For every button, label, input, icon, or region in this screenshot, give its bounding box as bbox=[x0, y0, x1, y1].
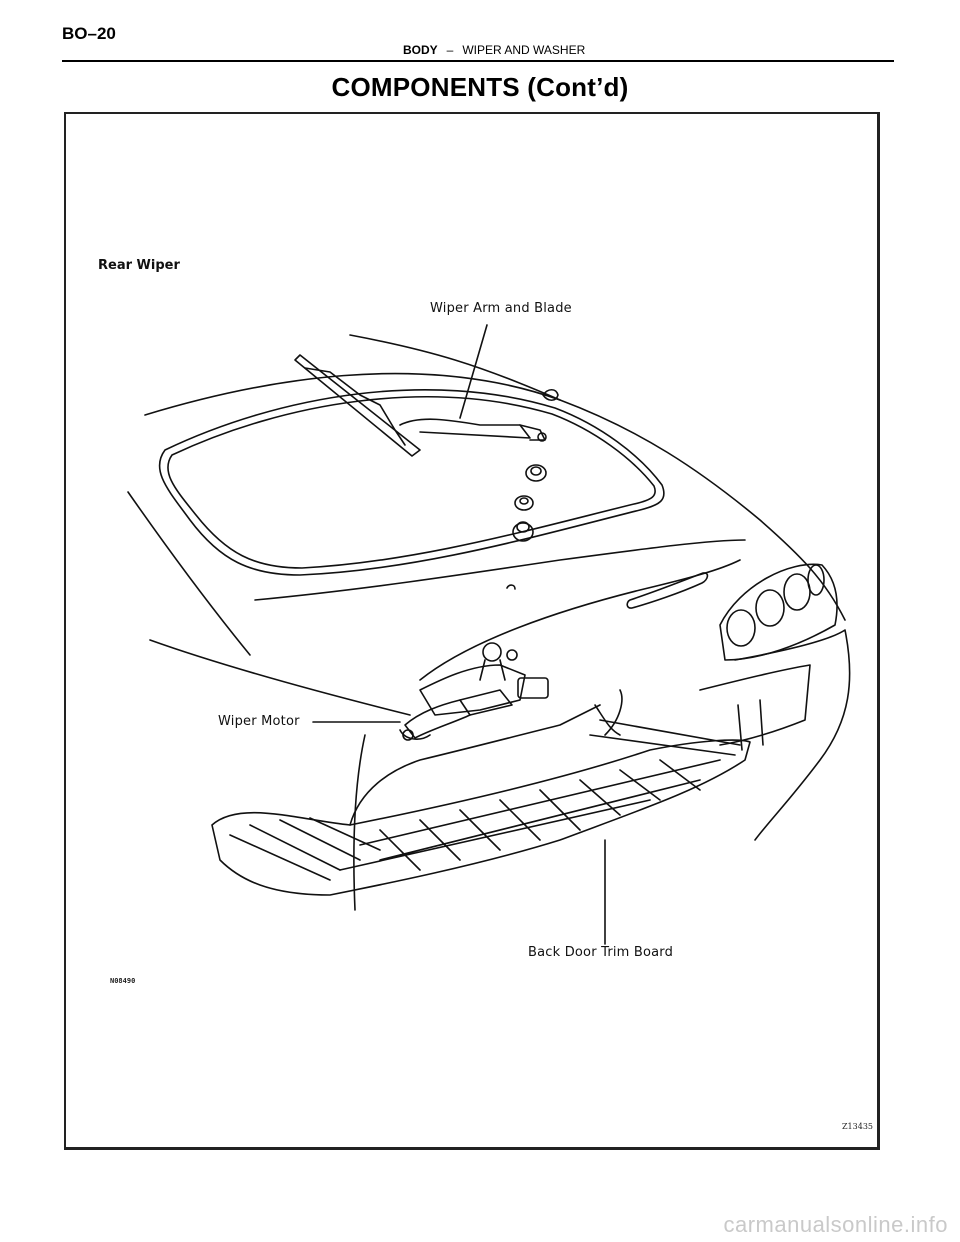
trim-board-drawing bbox=[211, 704, 751, 896]
watermark[interactable]: carmanualsonline.info bbox=[723, 1212, 948, 1237]
section-name: BODY bbox=[403, 43, 438, 57]
tail-light-1 bbox=[726, 609, 756, 647]
figure-frame bbox=[64, 112, 880, 1150]
leader-arm bbox=[459, 324, 488, 419]
rear-fender-line bbox=[149, 639, 411, 716]
figure-code-left: N08490 bbox=[110, 977, 136, 985]
header-rule bbox=[62, 60, 894, 62]
tail-light-2 bbox=[755, 589, 785, 627]
body-side-line bbox=[127, 491, 251, 656]
figure-heading: Rear Wiper bbox=[98, 258, 180, 273]
figure-code-right: Z13435 bbox=[842, 1122, 874, 1131]
section-header: BODY–WIPER AND WASHER bbox=[403, 43, 585, 57]
trunk-line-lower bbox=[419, 559, 741, 681]
trunk-line bbox=[254, 539, 746, 601]
leader-wire bbox=[353, 734, 366, 911]
roof-line-inner bbox=[349, 334, 561, 401]
rear-bumper-line bbox=[699, 664, 811, 746]
tail-light-4 bbox=[807, 564, 825, 596]
callout-wiper-motor: Wiper Motor bbox=[218, 714, 300, 729]
callout-wiper-arm: Wiper Arm and Blade bbox=[430, 301, 572, 316]
roof-line bbox=[144, 372, 846, 621]
brake-light bbox=[626, 572, 709, 609]
washer-nozzle bbox=[506, 584, 516, 590]
page-number: BO–20 bbox=[62, 24, 116, 43]
body-lower-curve bbox=[604, 689, 623, 736]
bumper-lower bbox=[737, 699, 764, 751]
callout-trim-board: Back Door Trim Board bbox=[528, 945, 674, 960]
rear-glass-inner bbox=[167, 396, 656, 569]
page-title: COMPONENTS (Cont’d) bbox=[331, 72, 629, 102]
nut-washer-set bbox=[512, 388, 559, 542]
section-separator: – bbox=[446, 43, 454, 57]
subsection-name: WIPER AND WASHER bbox=[462, 43, 586, 57]
rear-glass bbox=[158, 388, 665, 576]
wiper-motor-drawing bbox=[399, 642, 549, 741]
tail-light-3 bbox=[783, 573, 811, 611]
rear-quarter bbox=[734, 629, 851, 841]
wiper-arm-drawing bbox=[294, 354, 547, 457]
